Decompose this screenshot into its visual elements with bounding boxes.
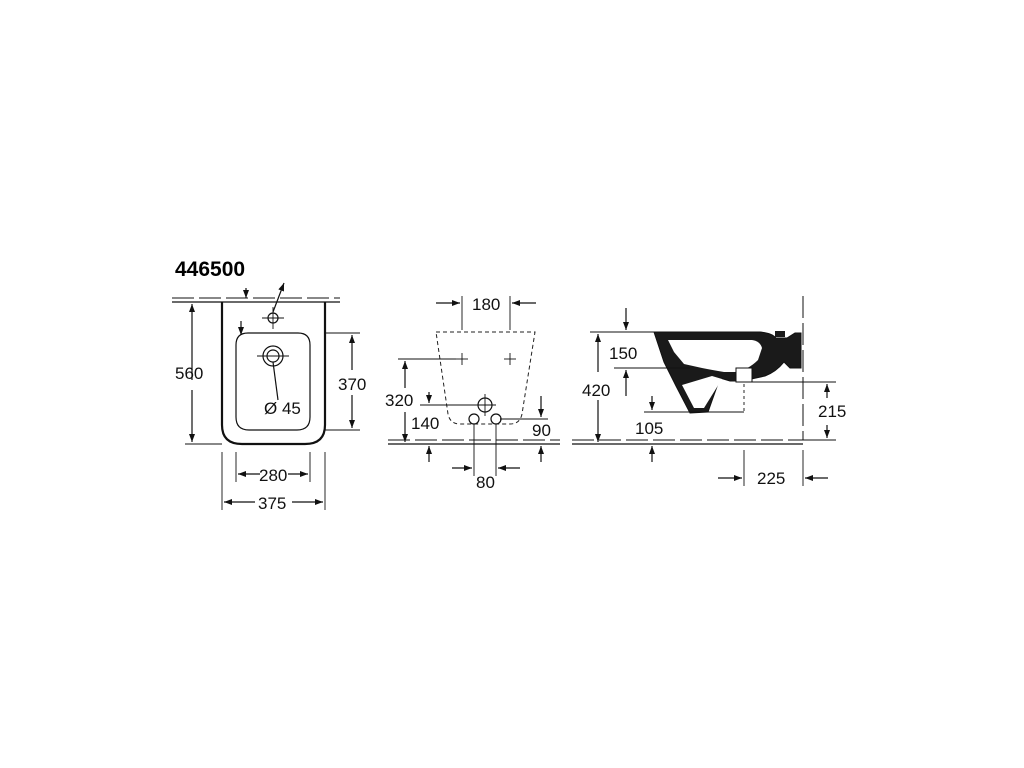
waste-hole-left [468,413,480,425]
model-number: 446500 [175,258,245,281]
waste-spacing-80-label: 80 [476,473,495,492]
waste-projection-225-label: 225 [757,469,785,488]
height-560-label: 560 [175,364,203,383]
waste-hole-right [490,413,502,425]
wall-view: 180 320 140 90 80 [385,295,560,492]
front-bidet-outline [220,302,327,446]
rim-height-420-label: 420 [582,381,610,400]
side-view: 150 420 105 215 225 [572,296,846,488]
rim-drop-150-label: 150 [609,344,637,363]
bowl-height-370-label: 370 [338,375,366,394]
drain-diameter-label: Ø 45 [264,399,301,418]
overall-width-375-label: 375 [258,494,286,513]
bolt-left [456,353,468,365]
supply-height-140-label: 140 [411,414,439,433]
bolt-spacing-180-label: 180 [472,295,500,314]
bowl-width-280-label: 280 [259,466,287,485]
waste-height-90-label: 90 [532,421,551,440]
outlet-height-105-label: 105 [635,419,663,438]
bolt-height-320-label: 320 [385,391,413,410]
front-bowl-outline [235,332,311,431]
bolt-right [504,353,516,365]
waste-outlet-215-label: 215 [818,402,846,421]
wall-view-outline [435,331,536,425]
front-view: Ø 45 560 370 280 375 [172,282,366,513]
